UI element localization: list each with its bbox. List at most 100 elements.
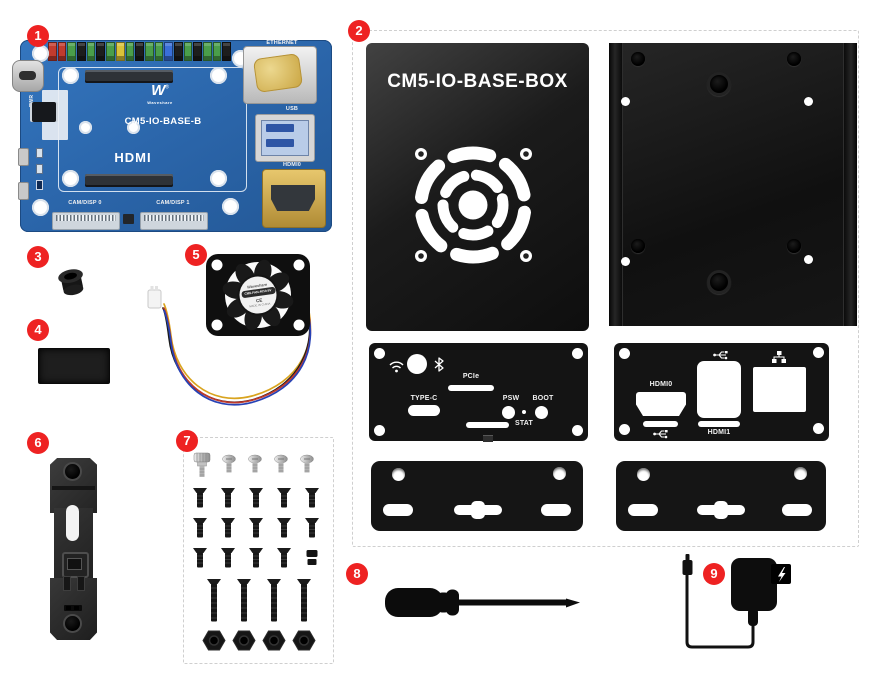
- gpio-jumper: [144, 42, 154, 61]
- usb-port: [255, 114, 315, 162]
- boot-hole: [534, 405, 548, 419]
- stat-label: STAT: [514, 420, 534, 427]
- side-plate-right: [616, 461, 826, 531]
- panel-hole: [374, 425, 385, 436]
- gpio-jumper: [96, 42, 106, 61]
- plate-hole: [391, 467, 405, 481]
- usb-label: USB: [285, 106, 299, 112]
- gpio-jumper: [125, 42, 135, 61]
- gpio-jumper: [222, 42, 232, 61]
- silver-screw: [222, 454, 236, 473]
- module-hole: [61, 169, 79, 187]
- slot: [698, 421, 740, 427]
- flat-screw: [192, 487, 208, 508]
- gpio-jumper: [115, 42, 125, 61]
- item-6-number: 6: [34, 435, 42, 450]
- case-rail-right: [843, 43, 857, 326]
- panel-hole: [374, 348, 385, 359]
- fan-cable: [147, 286, 312, 406]
- case-bottom-shell: [609, 43, 857, 326]
- ethernet-cutout: [753, 367, 806, 412]
- flat-screw: [304, 487, 320, 508]
- logo-word: Waveshare: [147, 100, 173, 105]
- board-title: CM5-IO-BASE-B: [124, 116, 202, 127]
- pcie-slot: [448, 385, 494, 391]
- gpio-jumper: [106, 42, 115, 61]
- module-hole: [209, 66, 227, 84]
- panel-hole: [813, 423, 824, 434]
- long-screw: [236, 578, 252, 622]
- flat-screw: [276, 487, 292, 508]
- plate-slot: [541, 504, 571, 516]
- module-hole: [209, 169, 227, 187]
- item-1-badge: 1: [27, 25, 49, 47]
- logo-mark: W: [151, 82, 166, 99]
- psw-hole: [501, 405, 515, 419]
- dc-connector: [682, 560, 693, 575]
- item-5-badge: 5: [185, 244, 207, 266]
- hdmi1-label: HDMI1: [707, 429, 731, 436]
- type-c-label: TYPE-C: [410, 395, 438, 402]
- flat-screw: [248, 487, 264, 508]
- adapter-cable: [685, 572, 755, 649]
- bracket-clip: [62, 552, 89, 578]
- flange-hole: [804, 255, 813, 264]
- mounting-hole: [31, 198, 49, 216]
- ic-chip: [32, 102, 56, 122]
- hex-nut: [202, 630, 226, 651]
- hdmi0-cutout: [636, 392, 686, 416]
- case-top-cover: CM5-IO-BASE-BOX: [366, 43, 589, 331]
- small-connector: [123, 214, 134, 224]
- vent-screw-holes: [415, 148, 532, 262]
- flat-screw: [304, 517, 320, 538]
- side-button: [18, 148, 29, 166]
- cooling-fan: Waveshare CM5-FAN-4010-5V CE MADE IN CHI…: [206, 254, 310, 336]
- flange-hole: [621, 257, 630, 266]
- gpio-jumper: [135, 42, 144, 61]
- case-rail-left: [609, 43, 623, 326]
- cam0-label: CAM/DISP 0: [68, 200, 102, 206]
- component: [36, 164, 43, 174]
- component: [36, 148, 43, 158]
- panel-hole: [572, 348, 583, 359]
- item-7-badge: 7: [176, 430, 198, 452]
- panel-hole: [619, 348, 630, 359]
- spacer: [306, 550, 318, 565]
- item-3-number: 3: [34, 249, 42, 264]
- usb3-icon: [713, 351, 728, 360]
- item-7-number: 7: [183, 433, 191, 448]
- item-8-badge: 8: [346, 563, 368, 585]
- flange-hole: [621, 97, 630, 106]
- b2b-connector-bottom: [85, 174, 173, 187]
- wifi-icon: [389, 361, 404, 373]
- item-4-badge: 4: [27, 319, 49, 341]
- item-9-number: 9: [710, 566, 718, 581]
- adapter-body: [731, 558, 777, 611]
- hex-nut: [292, 630, 316, 651]
- standoff-hole: [126, 120, 140, 134]
- gpio-jumper: [154, 42, 164, 61]
- led-hole: [522, 410, 526, 414]
- hex-nut: [262, 630, 286, 651]
- case-kit-box: CM5-IO-BASE-BOX: [352, 30, 859, 547]
- item-5-number: 5: [192, 247, 200, 262]
- case-title: CM5-IO-BASE-BOX: [387, 71, 568, 92]
- mounting-hole: [221, 197, 239, 215]
- bracket-hole: [65, 616, 80, 631]
- psw-label: PSW: [502, 395, 520, 402]
- plate-hole: [793, 466, 807, 480]
- ffc-connector-0: [52, 212, 120, 230]
- side-plate-left: [371, 461, 583, 531]
- gpio-jumper: [193, 42, 202, 61]
- lightning-icon: [778, 567, 786, 582]
- side-button: [18, 182, 29, 200]
- gpio-jumper: [212, 42, 222, 61]
- item-8-number: 8: [353, 566, 361, 581]
- gpio-jumper: [173, 42, 183, 61]
- long-screw: [296, 578, 312, 622]
- ffc-connector-1: [140, 212, 208, 230]
- flat-screw: [220, 547, 236, 568]
- gpio-jumper: [164, 42, 173, 61]
- case-hole: [787, 239, 801, 253]
